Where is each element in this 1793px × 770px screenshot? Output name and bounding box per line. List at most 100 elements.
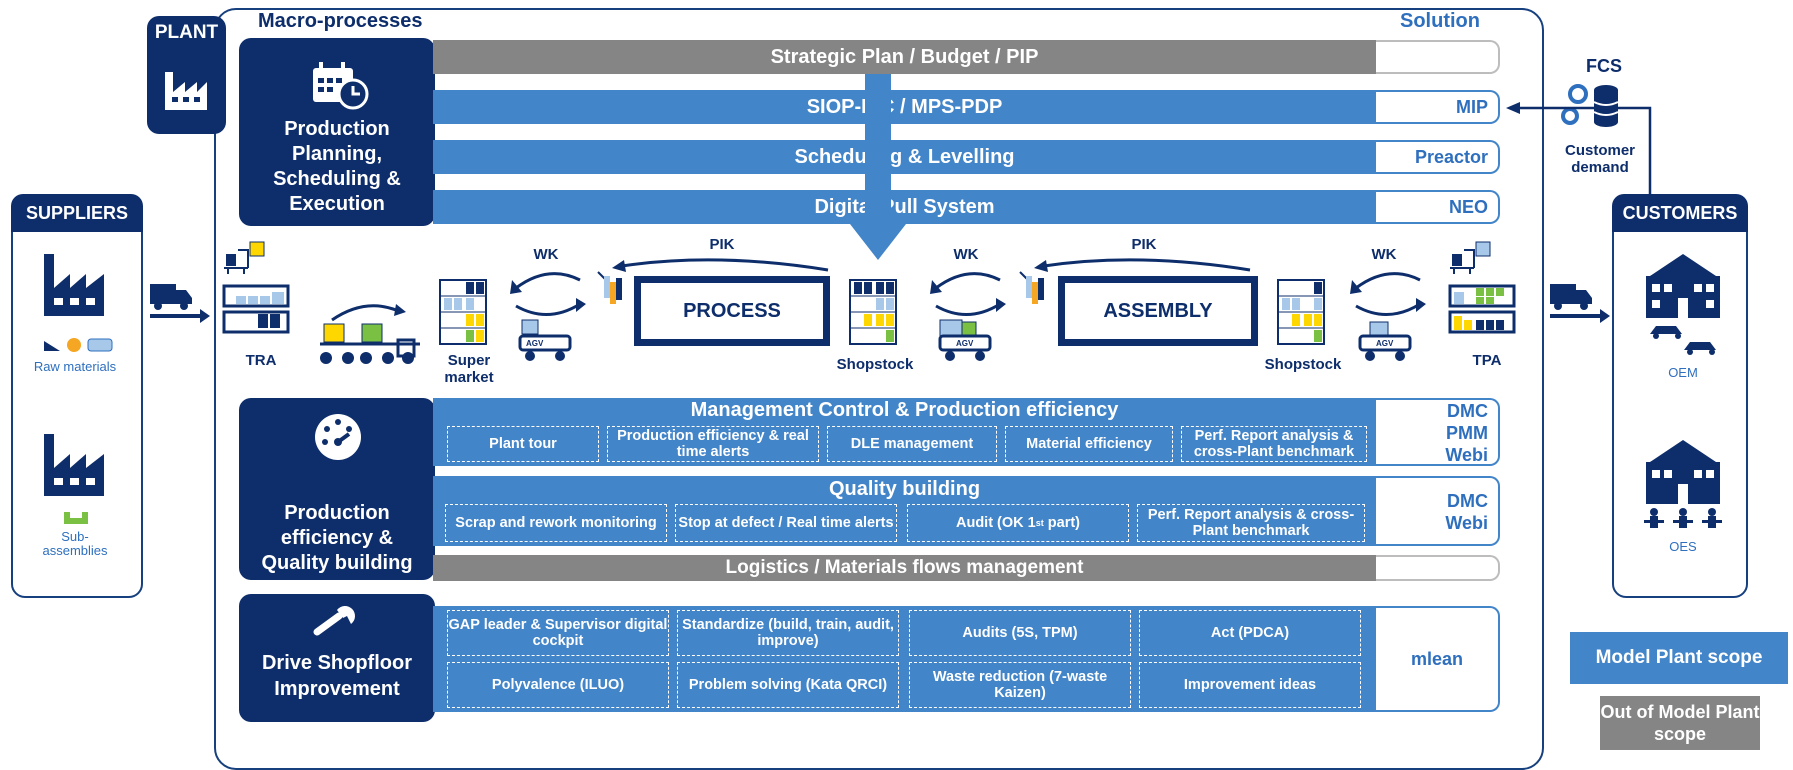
- drive-item-ideas: Improvement ideas: [1139, 662, 1361, 708]
- oes-label: OES: [1669, 539, 1697, 554]
- factory-icon: [165, 72, 207, 110]
- solution-heading: Solution: [1400, 10, 1480, 32]
- pik-arrow-1: [597, 258, 829, 304]
- mgmt-solution-dmc: DMC: [1447, 401, 1488, 421]
- shopstock-label-1: Shopstock: [836, 356, 914, 373]
- mgmt-item-production-efficiency: Production efficiency & real time alerts: [607, 426, 819, 462]
- tra-rack-icon: [222, 241, 290, 334]
- milk-run-train-icon: [320, 304, 420, 364]
- drive-item-polyvalence: Polyvalence (ILUO): [447, 662, 669, 708]
- tpa-label: TPA: [1472, 352, 1502, 369]
- neo-label: NEO: [1448, 196, 1488, 217]
- agv-label-3: AGV: [1376, 339, 1394, 348]
- tpa-rack-icon: [1448, 241, 1516, 334]
- preactor-label: Preactor: [1414, 146, 1488, 167]
- oes-building-icon: [1644, 440, 1722, 528]
- drive-solution: mlean: [1376, 606, 1500, 712]
- calendar-clock-icon: [313, 62, 369, 110]
- quality-item-scrap: Scrap and rework monitoring: [445, 504, 667, 542]
- quality-solution: DMC Webi: [1376, 476, 1500, 546]
- customers-label: CUSTOMERS: [1612, 194, 1748, 232]
- customer-demand-label: Customer demand: [1564, 142, 1635, 176]
- mgmt-item-material: Material efficiency: [1005, 426, 1173, 462]
- drive-item-waste: Waste reduction (7-waste Kaizen): [909, 662, 1131, 708]
- demand-connector: [1506, 102, 1652, 196]
- drive-item-audits: Audits (5S, TPM): [909, 610, 1131, 656]
- mgmt-solution-pmm: PMM: [1446, 423, 1488, 443]
- mip-label: MIP: [1455, 96, 1488, 117]
- wrench-icon: [313, 606, 355, 636]
- quality-title: Quality building: [828, 477, 981, 500]
- shopstock-rack-icon-1: [849, 279, 897, 345]
- planning-block: Production Planning, Scheduling & Execut…: [239, 38, 435, 226]
- agv-label-2: AGV: [956, 339, 974, 348]
- pull-system-bar: Digital Pull System: [433, 190, 1376, 224]
- pik-label-2: PIK: [1131, 236, 1157, 253]
- quality-item-stop-at-defect: Stop at defect / Real time alerts: [675, 504, 897, 542]
- assembly-box: ASSEMBLY: [1058, 276, 1258, 346]
- quality-solution-dmc: DMC: [1447, 491, 1488, 511]
- efficiency-title: Production efficiency & Quality building: [261, 501, 413, 574]
- drive-section: GAP leader & Supervisor digital cockpit …: [433, 606, 1376, 712]
- drive-block: Drive Shopfloor Improvement: [239, 594, 435, 722]
- oem-building-icon: [1646, 254, 1720, 355]
- macro-processes-heading: Macro-processes: [258, 10, 423, 32]
- legend-out-scope: Out of Model Plant scope: [1600, 696, 1760, 750]
- supplier-factory-icon: [44, 254, 104, 316]
- subassembly-tray-icon: [64, 512, 88, 524]
- wk-cycle-icon-3: [1350, 272, 1426, 361]
- management-solution: DMC PMM Webi: [1376, 398, 1500, 466]
- wk-cycle-icon-1: [510, 272, 586, 361]
- mgmt-solution-webi: Webi: [1445, 445, 1488, 465]
- plant-label: PLANT: [154, 22, 219, 43]
- wk-label-1: WK: [533, 246, 559, 263]
- strategic-solution-box: [1376, 40, 1500, 74]
- gauge-icon: [315, 414, 361, 460]
- drive-item-gap-leader: GAP leader & Supervisor digital cockpit: [447, 610, 669, 656]
- raw-material-shapes-icon: [44, 338, 113, 352]
- wk-cycle-icon-2: [930, 272, 1006, 361]
- supermarket-label: Super market: [444, 352, 494, 386]
- plant-badge: PLANT: [147, 16, 226, 134]
- legend-in-scope: Model Plant scope: [1570, 632, 1788, 684]
- wk-label-3: WK: [1371, 246, 1397, 263]
- pik-arrow-2: [1019, 258, 1251, 304]
- raw-materials-label: Raw materials: [33, 359, 117, 374]
- tra-label: TRA: [245, 352, 277, 369]
- sub-assemblies-label: Sub-assemblies: [42, 529, 108, 558]
- wk-label-2: WK: [953, 246, 979, 263]
- pik-label-1: PIK: [709, 236, 735, 253]
- scheduling-bar: Scheduling & Levelling: [433, 140, 1376, 174]
- mgmt-item-dle: DLE management: [827, 426, 997, 462]
- siop-solution: MIP: [1376, 90, 1500, 124]
- drive-item-act: Act (PDCA): [1139, 610, 1361, 656]
- quality-item-perf-report: Perf. Report analysis & cross-Plant benc…: [1137, 504, 1365, 542]
- efficiency-block: Production efficiency & Quality building: [239, 398, 435, 580]
- agv-label-1: AGV: [526, 339, 544, 348]
- suppliers-label: SUPPLIERS: [11, 194, 143, 232]
- management-title: Management Control & Production efficien…: [690, 398, 1119, 421]
- fcs-label: FCS: [1586, 56, 1622, 76]
- outbound-truck-icon: [1550, 284, 1610, 323]
- scheduling-solution: Preactor: [1376, 140, 1500, 174]
- shopstock-rack-icon-2: [1277, 279, 1325, 345]
- drive-item-problem-solving: Problem solving (Kata QRCI): [677, 662, 899, 708]
- inbound-truck-icon: [150, 284, 210, 323]
- drive-title: Drive Shopfloor Improvement: [261, 652, 412, 700]
- mlean-label: mlean: [1410, 648, 1464, 669]
- logistics-bar: Logistics / Materials flows management: [433, 555, 1376, 581]
- siop-bar: SIOP-PIC / MPS-PDP: [433, 90, 1376, 124]
- planning-title: Production Planning, Scheduling & Execut…: [273, 118, 401, 215]
- quality-solution-webi: Webi: [1445, 513, 1488, 533]
- quality-section: Quality building Scrap and rework monito…: [433, 476, 1376, 546]
- supermarket-rack-icon: [439, 279, 487, 345]
- oem-label: OEM: [1668, 365, 1698, 380]
- shopstock-label-2: Shopstock: [1264, 356, 1342, 373]
- drive-item-standardize: Standardize (build, train, audit, improv…: [677, 610, 899, 656]
- management-section: Management Control & Production efficien…: [433, 398, 1376, 466]
- pull-system-solution: NEO: [1376, 190, 1500, 224]
- logistics-solution-box: [1376, 555, 1500, 581]
- mgmt-item-perf-report: Perf. Report analysis & cross-Plant benc…: [1181, 426, 1367, 462]
- mgmt-item-plant-tour: Plant tour: [447, 426, 599, 462]
